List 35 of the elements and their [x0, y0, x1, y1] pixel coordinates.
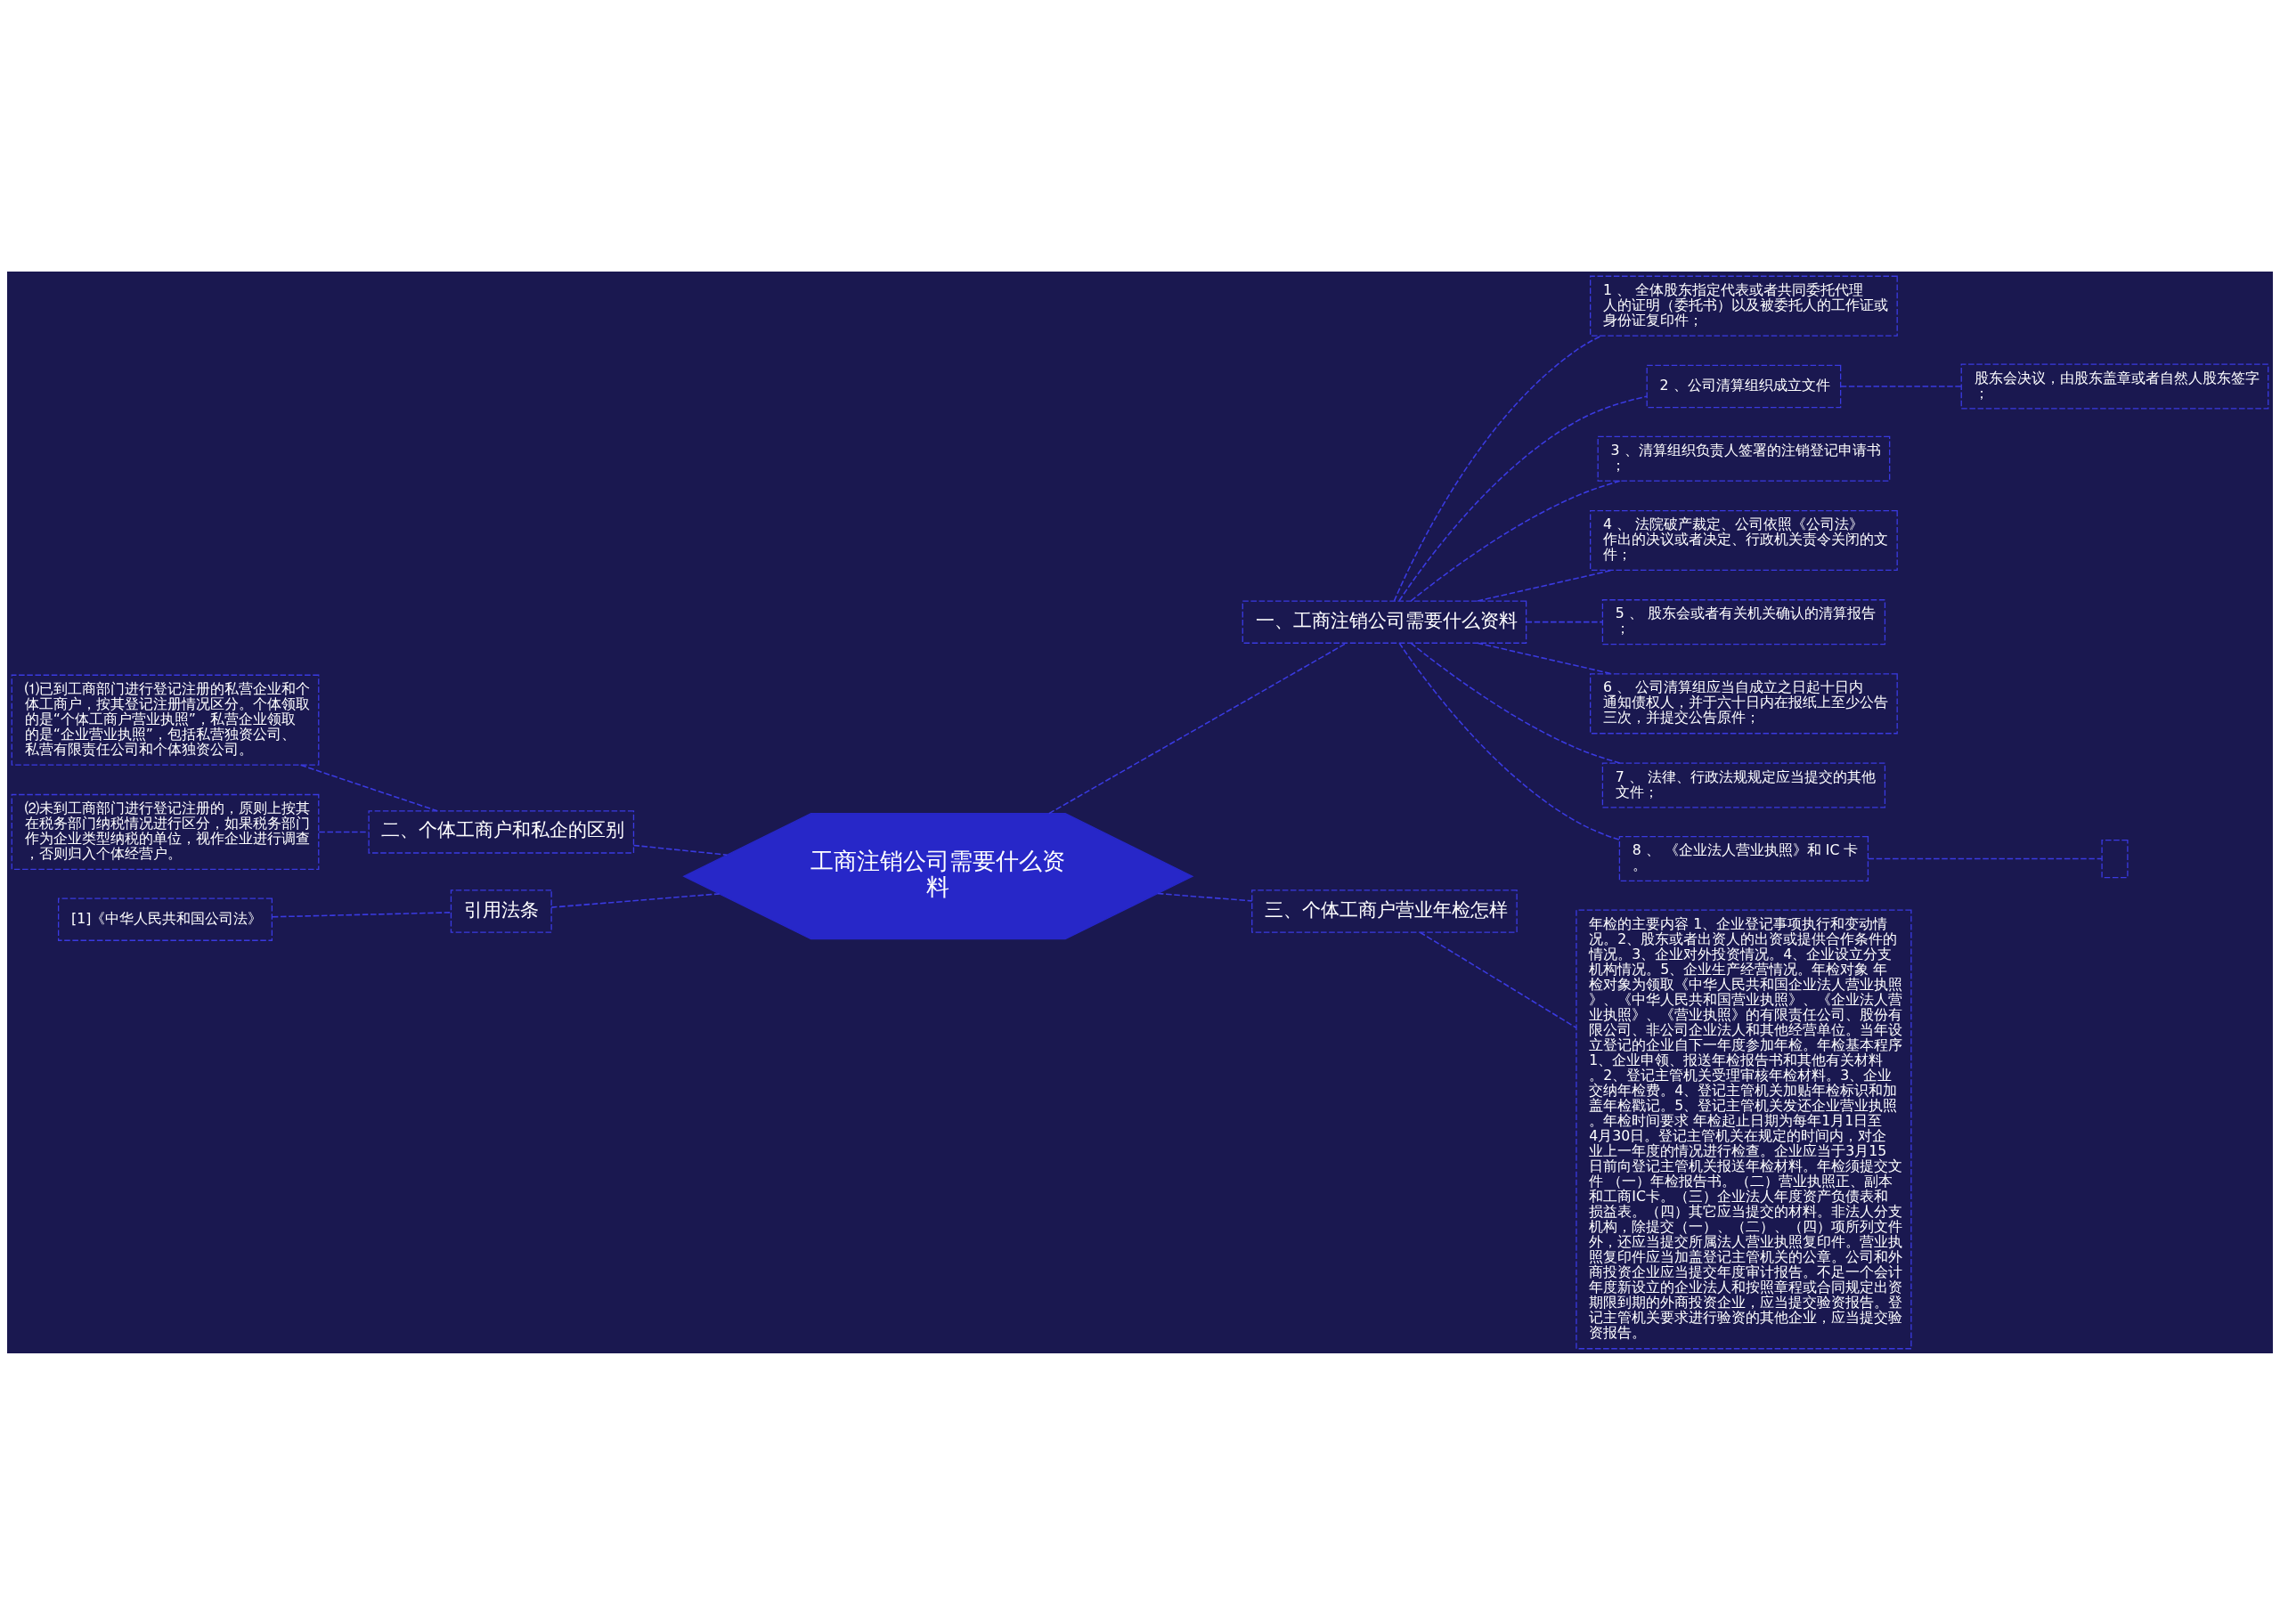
node-box: 2 、公司清算组织成立文件 — [1646, 364, 1842, 408]
node-box: ⑴已到工商部门进行登记注册的私营企业和个体工商户，按其登记注册情况区分。个体领取的是“个体工商户营业执照”，私营企业领取的是“企业营业执照”，包括私营独资公司、私营有限责任公司和个体独资公司。 — [11, 674, 320, 766]
connector — [550, 892, 721, 908]
connector — [272, 911, 452, 918]
node-box — [2101, 839, 2129, 878]
node-box: 三、个体工商户营业年检怎样 — [1251, 889, 1518, 933]
connector — [1398, 394, 1648, 602]
node-box: 7 、 法律、行政法规规定应当提交的其他文件； — [1601, 762, 1886, 808]
node-box: ⑵未到工商部门进行登记注册的，原则上按其在税务部门纳税情况进行区分，如果税务部门作为企业类型纳税的单位，视作企业进行调查，否则归入个体经营户。 — [11, 793, 320, 870]
node-box: 4 、 法院破产裁定、公司依照《公司法》作出的决议或者决定、行政机关责令关闭的文件； — [1590, 509, 1898, 571]
connector — [1867, 857, 2103, 859]
connector — [632, 844, 729, 856]
connector — [1398, 642, 1620, 840]
connector — [1410, 642, 1621, 764]
connector — [1419, 930, 1577, 1028]
node-box: 二、个体工商户和私企的区别 — [368, 809, 635, 854]
node-box: 股东会决议，由股东盖章或者自然人股东签字； — [1960, 363, 2269, 410]
node-box: 3 、清算组织负责人签署的注销登记申请书； — [1597, 435, 1891, 482]
node-box: 一、工商注销公司需要什么资料 — [1242, 599, 1527, 644]
node-box: 5 、 股东会或者有关机关确认的清算报告； — [1601, 598, 1886, 645]
connector — [299, 764, 438, 812]
connector — [1525, 621, 1603, 622]
node-box: [1]《中华人民共和国公司法》 — [58, 897, 273, 941]
node-box: 年检的主要内容 1、企业登记事项执行和变动情况。2、股东或者出资人的出资或提供合作条件的情况。3、企业对外投资情况。4、企业设立分支机构情况。5、企业生产经营情况。年检对象 年检对象为领取《中华人民共和国企业法人营业执照》、《中华人民共和国营业执照》、《企业法人营业执照》、《营业执照》的有限责任公司、股份有限公司、非公司企业法人和其他经营单位。当年设立登记的企业自下一年度参加年检。年检基本程序 1、企业申领、报送年检报告书和其他有关材料。2、登记主管机关受理审核年检材料。3、企业交纳年检费。4、登记主管机关加贴年检标识和加盖年检戳记。5、登记主管机关发还企业营业执照。年检时间要求 年检起止日期为每年1月1日至4月30日。登记主管机关在规定的时间内，对企业上一年度的情况进行检查。企业应当于3月15日前向登记主管机关报送年检材料。年检须提交文件 （一）年检报告书。（二）营业执照正、副本和工商IC卡。（三）企业法人年度资产负债表和损益表。（四）其它应当提交的材料。非法人分支机构，除提交（一）、（二）、（四）项所列文件外，还应当提交所属法人营业执照复印件。营业执照复印件应当加盖登记主管机关的公章。公司和外商投资企业应当提交年度审计报告。不足一个会计年度新设立的企业法人和按照章程或合同规定出资期限到期的外商投资企业，应当提交验资报告。登记主管机关要求进行验资的其他企业，应当提交验资报告。 — [1576, 909, 1912, 1349]
connector — [1048, 642, 1348, 814]
connector — [1157, 892, 1253, 902]
node-box: 引用法条 — [450, 889, 552, 933]
connector — [1393, 334, 1602, 602]
connector — [1840, 385, 1962, 387]
node-box: 8 、 《企业法人营业执照》和 IC 卡。 — [1618, 835, 1869, 881]
connector — [1410, 479, 1621, 602]
node-box: 6 、 公司清算组应当自成立之日起十日内通知债权人，并于六十日内在报纸上至少公告三次，并提交公告原件； — [1590, 672, 1898, 734]
connector — [318, 831, 370, 832]
connector — [1477, 569, 1614, 602]
node-box: 1 、 全体股东指定代表或者共同委托代理人的证明（委托书）以及被委托人的工作证或身份证复印件； — [1590, 275, 1898, 337]
